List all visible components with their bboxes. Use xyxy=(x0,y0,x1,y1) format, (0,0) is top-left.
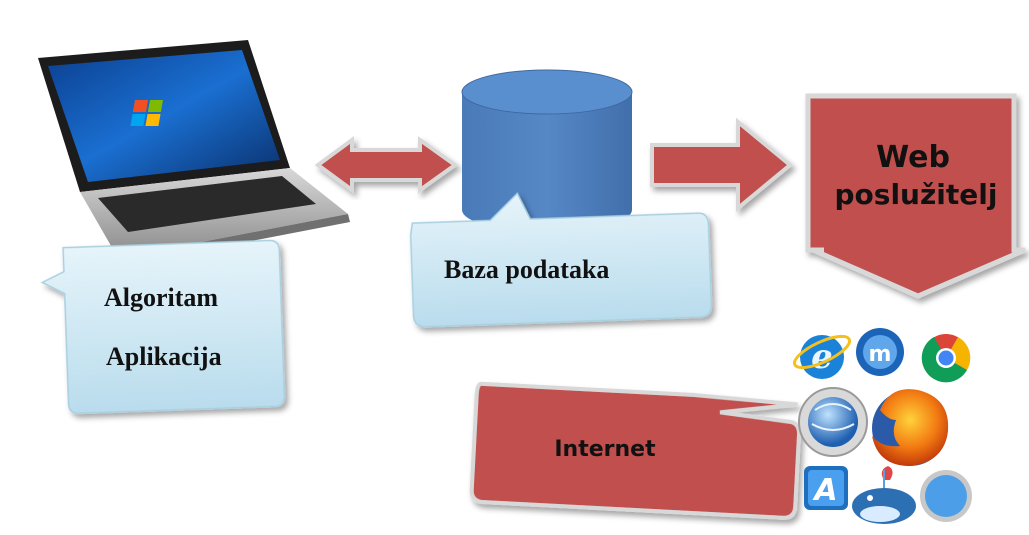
maxthon-icon: m xyxy=(856,328,904,376)
internet-callout-shape xyxy=(469,381,802,520)
internet-explorer-icon: e xyxy=(792,334,852,379)
safari-icon xyxy=(920,470,972,522)
app-callout-shape xyxy=(40,239,286,414)
svg-text:e: e xyxy=(811,337,833,377)
chrome-icon xyxy=(921,334,971,383)
db-callout-shape xyxy=(409,192,713,328)
app-callout-line2: Aplikacija xyxy=(106,342,222,371)
database-cylinder xyxy=(461,69,633,232)
arora-icon: A xyxy=(804,466,848,510)
right-arrow xyxy=(650,117,794,213)
web-server-line1: Web xyxy=(876,140,950,175)
web-server-line2: poslužitelj xyxy=(834,178,998,211)
db-callout-label: Baza podataka xyxy=(444,255,610,284)
internet-callout-label: Internet xyxy=(554,437,656,462)
web-server-shape xyxy=(805,93,1026,299)
konqueror-icon xyxy=(798,387,868,457)
svg-text:m: m xyxy=(869,342,892,367)
double-arrow xyxy=(314,136,459,194)
laptop-lid xyxy=(38,40,290,192)
firefox-icon xyxy=(872,389,949,466)
fluid-icon xyxy=(852,466,916,524)
svg-text:A: A xyxy=(812,473,837,508)
app-callout-line1: Algoritam xyxy=(104,283,219,312)
browser-icons: e m xyxy=(792,328,972,524)
